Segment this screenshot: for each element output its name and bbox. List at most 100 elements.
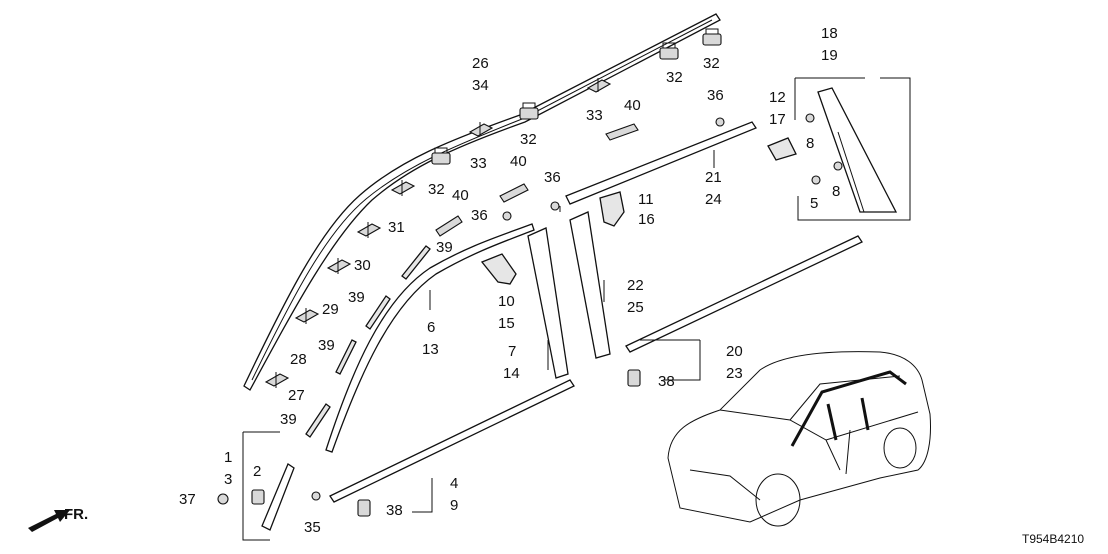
callout-32-d: 32 [428, 181, 445, 198]
roof-clip-32-a[interactable] [702, 28, 722, 46]
clip-8-a[interactable] [805, 113, 815, 123]
callout-9: 9 [450, 497, 458, 514]
callout-27: 27 [288, 387, 305, 404]
callout-28: 28 [290, 351, 307, 368]
callout-10: 10 [498, 293, 515, 310]
callout-36-c: 36 [471, 207, 488, 224]
clip-36-b[interactable] [550, 201, 560, 211]
callout-40-a: 40 [624, 97, 641, 114]
callout-22: 22 [627, 277, 644, 294]
callout-39-d: 39 [280, 411, 297, 428]
quarter-pillar-garnish[interactable] [817, 87, 898, 213]
callout-32-b: 32 [666, 69, 683, 86]
callout-13: 13 [422, 341, 439, 358]
callout-14: 14 [503, 365, 520, 382]
clip-38-a[interactable] [357, 499, 371, 517]
front-arrow-icon [28, 510, 70, 532]
rear-pillar-garnish[interactable] [569, 211, 611, 359]
callout-3: 3 [224, 471, 232, 488]
callout-23: 23 [726, 365, 743, 382]
weatherstrip-39-c[interactable] [335, 339, 357, 375]
callout-37: 37 [179, 491, 196, 508]
quarter-bracket-12[interactable] [767, 137, 797, 161]
callout-11: 11 [638, 191, 654, 208]
callout-1: 1 [224, 449, 232, 466]
weatherstrip-39-a[interactable] [401, 245, 431, 280]
callout-25: 25 [627, 299, 644, 316]
callout-36-a: 36 [707, 87, 724, 104]
callout-8-b: 8 [832, 183, 840, 200]
roof-clip-31[interactable] [390, 180, 416, 196]
clip-38-b[interactable] [627, 369, 641, 387]
nut-37[interactable] [217, 493, 229, 505]
callout-2: 2 [253, 463, 261, 480]
callout-40-b: 40 [510, 153, 527, 170]
front-indicator: FR. [64, 506, 88, 523]
roof-clip-28[interactable] [294, 308, 320, 324]
clip-35[interactable] [311, 491, 321, 501]
rear-door-belt-molding[interactable] [625, 235, 863, 353]
callout-39-b: 39 [348, 289, 365, 306]
front-door-sash-molding[interactable] [325, 223, 535, 453]
callout-39-c: 39 [318, 337, 335, 354]
roof-clip-33-b[interactable] [468, 122, 494, 137]
callout-17: 17 [769, 111, 786, 128]
callout-33-b: 33 [470, 155, 487, 172]
callout-33-a: 33 [586, 107, 603, 124]
roof-clip-32-d[interactable] [431, 147, 451, 165]
weatherstrip-39-b[interactable] [365, 295, 391, 330]
callout-40-c: 40 [452, 187, 469, 204]
rear-quarter-box [794, 77, 911, 221]
fastener-40-c[interactable] [435, 215, 463, 237]
callout-8-a: 8 [806, 135, 814, 152]
roof-clip-29[interactable] [326, 258, 352, 274]
callout-6: 6 [427, 319, 435, 336]
callout-19: 19 [821, 47, 838, 64]
callout-29: 29 [322, 301, 339, 318]
rear-door-sash-molding[interactable] [565, 121, 757, 205]
callout-34: 34 [472, 77, 489, 94]
callout-32-c: 32 [520, 131, 537, 148]
roof-clip-33-a[interactable] [586, 78, 612, 93]
roof-clip-32-c[interactable] [519, 102, 539, 120]
callout-24: 24 [705, 191, 722, 208]
callout-18: 18 [821, 25, 838, 42]
front-pillar-garnish[interactable] [527, 227, 569, 379]
front-pillar-bracket[interactable] [480, 253, 517, 285]
callout-31: 31 [388, 219, 405, 236]
callout-12: 12 [769, 89, 786, 106]
roof-molding[interactable] [243, 13, 721, 391]
callout-16: 16 [638, 211, 655, 228]
weatherstrip-39-d[interactable] [305, 403, 331, 438]
clip-5[interactable] [811, 175, 821, 185]
diagram-code: T954B4210 [1022, 532, 1084, 546]
callout-30: 30 [354, 257, 371, 274]
callout-leaders [242, 150, 715, 541]
front-door-belt-molding[interactable] [329, 379, 575, 503]
roof-clip-30[interactable] [356, 222, 382, 238]
callout-26: 26 [472, 55, 489, 72]
callout-4: 4 [450, 475, 458, 492]
clip-36-c[interactable] [502, 211, 512, 221]
callout-15: 15 [498, 315, 515, 332]
callout-21: 21 [705, 169, 722, 186]
callout-38-b: 38 [658, 373, 675, 390]
vehicle-illustration [667, 351, 931, 527]
clip-36-a[interactable] [715, 117, 725, 127]
callout-7: 7 [508, 343, 516, 360]
mirror-triangle-garnish[interactable] [261, 463, 295, 531]
callout-36-b: 36 [544, 169, 561, 186]
roof-clip-27[interactable] [264, 372, 290, 388]
fastener-40-a[interactable] [605, 123, 639, 141]
callout-labels: 1 3 2 37 35 38 4 9 6 13 7 14 10 15 22 25… [179, 25, 840, 536]
callout-32-a: 32 [703, 55, 720, 72]
corner-garnish-2[interactable] [251, 489, 265, 505]
fastener-40-b[interactable] [499, 183, 529, 203]
rear-door-bracket[interactable] [599, 191, 625, 227]
roof-clip-32-b[interactable] [659, 42, 679, 60]
callout-38-a: 38 [386, 502, 403, 519]
callout-39-a: 39 [436, 239, 453, 256]
callout-20: 20 [726, 343, 743, 360]
clip-8-b[interactable] [833, 161, 843, 171]
